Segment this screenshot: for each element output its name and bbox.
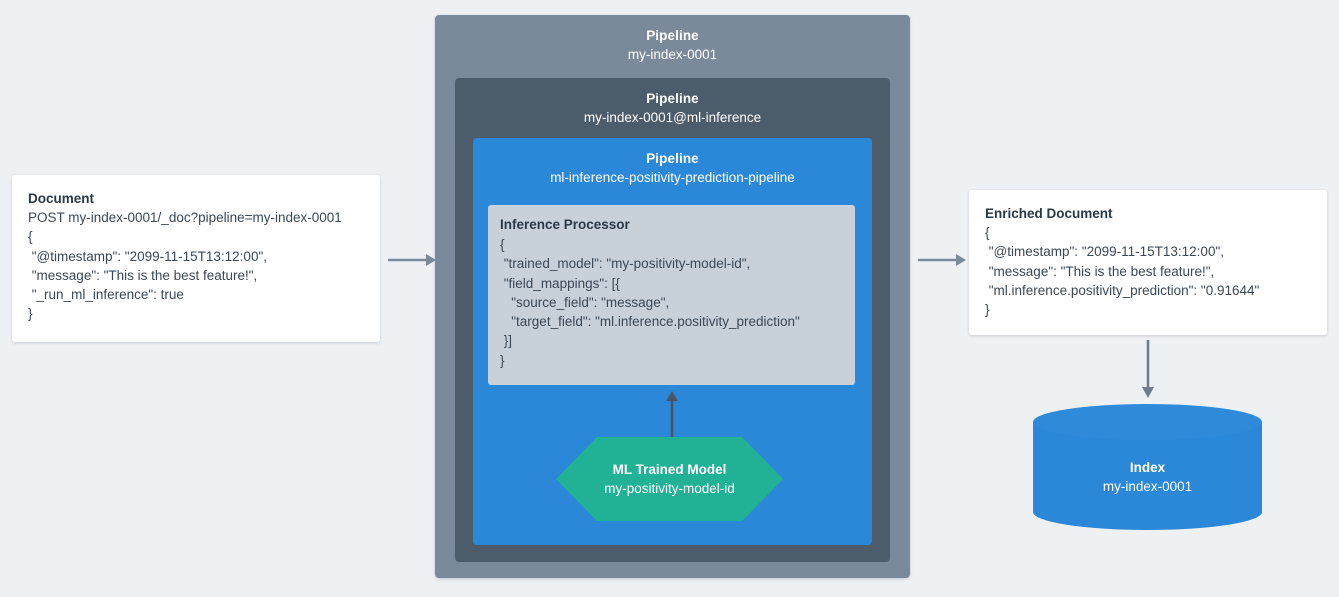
- pipeline-mid-header: Pipeline my-index-0001@ml-inference: [455, 78, 890, 127]
- pipeline-inner-label: Pipeline: [646, 151, 699, 166]
- enriched-line-1: "@timestamp": "2099-11-15T13:12:00",: [985, 244, 1224, 260]
- enriched-line-2: "message": "This is the best feature!",: [985, 263, 1215, 279]
- document-line-1: {: [28, 229, 33, 245]
- pipeline-mid-label: Pipeline: [646, 91, 699, 106]
- document-line-3: "message": "This is the best feature!",: [28, 267, 258, 283]
- index-label-group: Index my-index-0001: [1033, 458, 1262, 496]
- processor-line-2: "field_mappings": [{: [500, 275, 620, 291]
- ml-trained-model-hexagon: ML Trained Model my-positivity-model-id: [556, 437, 783, 521]
- processor-line-5: }]: [500, 333, 513, 349]
- document-line-2: "@timestamp": "2099-11-15T13:12:00",: [28, 248, 267, 264]
- arrow-enriched-to-index: [1142, 340, 1154, 398]
- index-value: my-index-0001: [1102, 479, 1193, 495]
- cylinder-top-ellipse: [1033, 404, 1262, 440]
- processor-line-0: {: [500, 237, 505, 252]
- inference-processor-card: Inference Processor { "trained_model": "…: [488, 205, 855, 385]
- arrow-model-to-processor: [666, 391, 678, 442]
- document-line-4: "_run_ml_inference": true: [28, 287, 184, 303]
- pipeline-outer-value: my-index-0001: [627, 47, 718, 62]
- inference-processor-title: Inference Processor: [500, 217, 630, 232]
- pipeline-outer-label: Pipeline: [646, 28, 699, 43]
- pipeline-mid-value: my-index-0001@ml-inference: [583, 110, 762, 125]
- document-card: Document POST my-index-0001/_doc?pipelin…: [12, 175, 380, 342]
- pipeline-inner-value: ml-inference-positivity-prediction-pipel…: [550, 170, 795, 185]
- processor-line-6: }: [500, 352, 505, 368]
- arrow-document-to-pipeline: [388, 254, 436, 266]
- index-title: Index: [1129, 460, 1166, 476]
- ml-trained-model-title: ML Trained Model: [612, 462, 727, 477]
- processor-line-1: "trained_model": "my-positivity-model-id…: [500, 256, 751, 272]
- document-line-0: POST my-index-0001/_doc?pipeline=my-inde…: [28, 210, 342, 225]
- enriched-document-card: Enriched Document { "@timestamp": "2099-…: [969, 190, 1327, 335]
- document-title: Document: [28, 191, 95, 206]
- document-line-5: }: [28, 306, 33, 322]
- enriched-line-4: }: [985, 302, 990, 318]
- enriched-line-3: "ml.inference.positivity_prediction": "0…: [985, 282, 1260, 298]
- processor-line-3: "source_field": "message",: [500, 294, 670, 310]
- arrow-pipeline-to-enriched: [918, 254, 966, 266]
- index-cylinder: Index my-index-0001: [1033, 404, 1262, 530]
- ml-trained-model-value: my-positivity-model-id: [604, 481, 735, 496]
- enriched-line-0: {: [985, 225, 990, 240]
- pipeline-outer-header: Pipeline my-index-0001: [435, 15, 910, 64]
- enriched-document-title: Enriched Document: [985, 206, 1113, 221]
- processor-line-4: "target_field": "ml.inference.positivity…: [500, 314, 800, 330]
- pipeline-inner-header: Pipeline ml-inference-positivity-predict…: [473, 138, 872, 187]
